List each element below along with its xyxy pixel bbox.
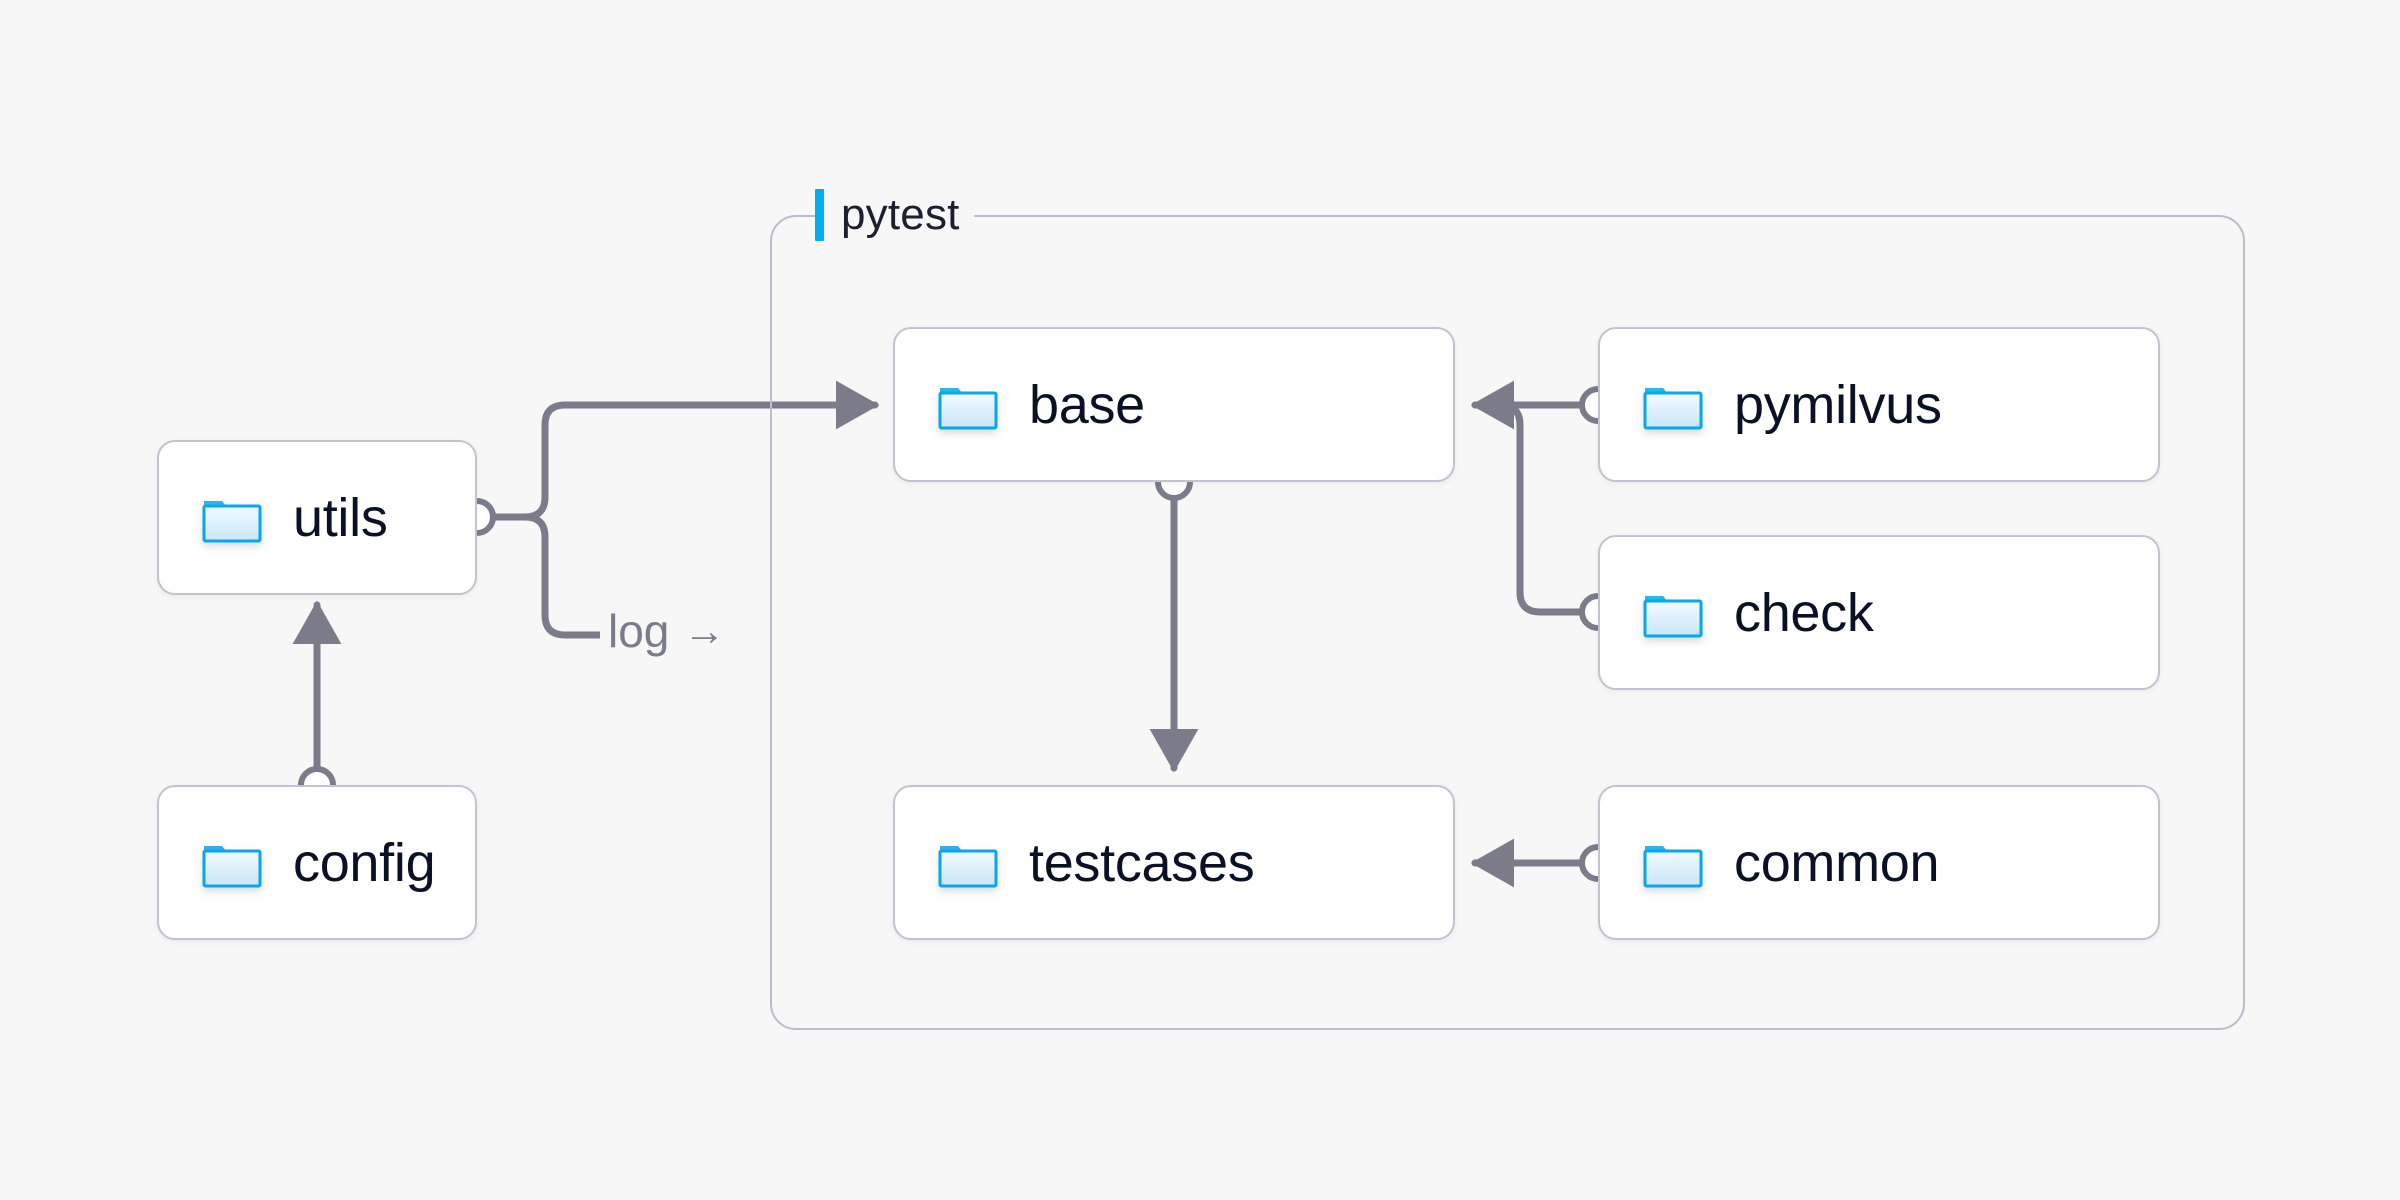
- node-config[interactable]: config: [157, 785, 477, 940]
- node-common-label: common: [1734, 832, 1940, 893]
- arrow-right-icon: →: [683, 607, 726, 654]
- node-check[interactable]: check: [1598, 535, 2160, 690]
- group-pytest[interactable]: [770, 215, 2245, 1030]
- node-utils-label: utils: [293, 487, 388, 548]
- group-pytest-label-text: pytest: [841, 190, 960, 239]
- folder-icon: [1642, 837, 1704, 889]
- group-pytest-label: pytest: [815, 187, 974, 243]
- edge-utils-log: [521, 513, 612, 639]
- node-testcases[interactable]: testcases: [893, 785, 1455, 940]
- folder-icon: [937, 837, 999, 889]
- edge-label-log-text: log: [608, 605, 670, 657]
- node-common[interactable]: common: [1598, 785, 2160, 940]
- accent-bar-icon: [815, 189, 824, 241]
- edge-label-log[interactable]: log →: [600, 605, 734, 657]
- node-base[interactable]: base: [893, 327, 1455, 482]
- node-pymilvus-label: pymilvus: [1734, 374, 1942, 435]
- node-config-label: config: [293, 832, 436, 893]
- node-pymilvus[interactable]: pymilvus: [1598, 327, 2160, 482]
- folder-icon: [201, 837, 263, 889]
- folder-icon: [201, 492, 263, 544]
- folder-icon: [1642, 379, 1704, 431]
- node-base-label: base: [1029, 374, 1145, 435]
- folder-icon: [1642, 587, 1704, 639]
- folder-icon: [937, 379, 999, 431]
- node-testcases-label: testcases: [1029, 832, 1255, 893]
- node-check-label: check: [1734, 582, 1874, 643]
- node-utils[interactable]: utils: [157, 440, 477, 595]
